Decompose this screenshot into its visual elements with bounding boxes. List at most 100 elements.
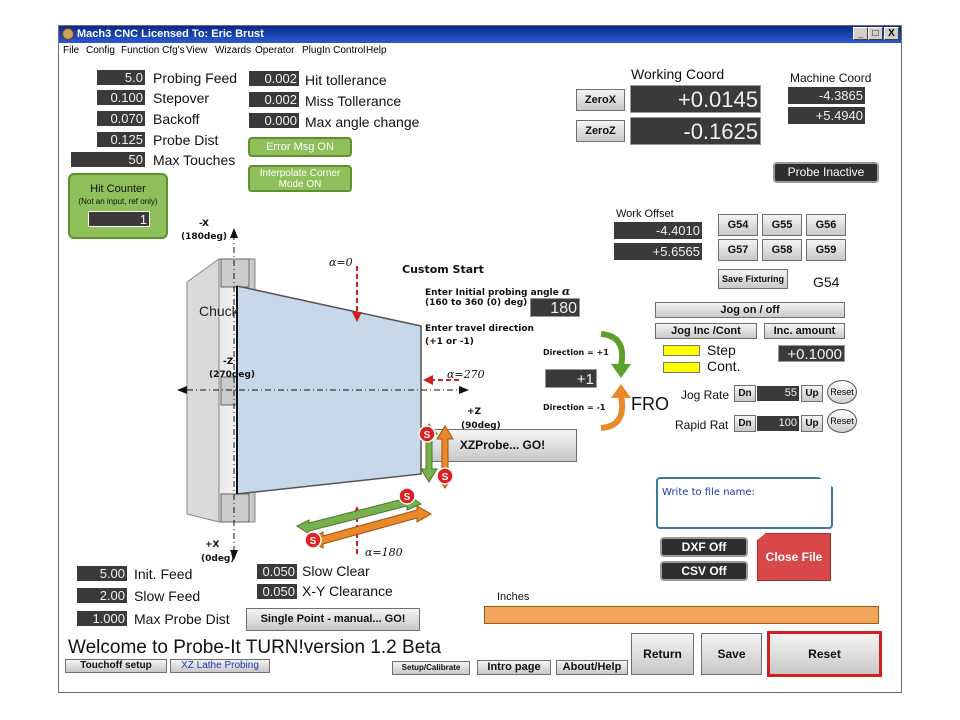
slow-feed-label: Slow Feed bbox=[134, 588, 201, 604]
reset-button[interactable]: Reset bbox=[767, 631, 882, 677]
max-angle-change-field[interactable]: 0.000 bbox=[249, 113, 299, 128]
tab-intro-page[interactable]: Intro page bbox=[477, 660, 551, 675]
close-file-button[interactable]: Close File bbox=[757, 533, 831, 581]
minimize-button[interactable]: _ bbox=[853, 27, 868, 40]
menu-function-cfgs[interactable]: Function Cfg's bbox=[121, 45, 185, 56]
zero-z-button[interactable]: ZeroZ bbox=[576, 120, 625, 142]
rapid-rate-label: Rapid Rat bbox=[675, 418, 729, 432]
menu-wizards[interactable]: Wizards bbox=[215, 45, 252, 56]
backoff-field[interactable]: 0.070 bbox=[97, 111, 145, 126]
fro-label: FRO bbox=[631, 394, 669, 414]
jog-rate-dro[interactable]: 55 bbox=[757, 386, 799, 401]
status-bar-field bbox=[484, 606, 879, 624]
g54-button[interactable]: G54 bbox=[718, 214, 758, 236]
save-button[interactable]: Save bbox=[701, 633, 762, 675]
alpha-symbol: α bbox=[561, 285, 571, 298]
miss-tolerance-label: Miss Tollerance bbox=[305, 93, 402, 109]
g57-button[interactable]: G57 bbox=[718, 239, 758, 261]
stepover-field[interactable]: 0.100 bbox=[97, 90, 145, 105]
tab-xz-lathe-probing[interactable]: XZ Lathe Probing bbox=[170, 659, 270, 673]
miss-tolerance-field[interactable]: 0.002 bbox=[249, 92, 299, 107]
interpolate-corner-button[interactable]: Interpolate Corner Mode ON bbox=[248, 165, 352, 192]
neg-z-deg-label: (270deg) bbox=[209, 370, 255, 380]
close-window-button[interactable]: X bbox=[884, 27, 899, 40]
max-angle-change-label: Max angle change bbox=[305, 114, 420, 130]
menu-config[interactable]: Config bbox=[86, 45, 115, 56]
slow-clear-label: Slow Clear bbox=[302, 563, 370, 579]
machine-x-dro: -4.3865 bbox=[788, 87, 865, 104]
neg-z-label: -Z bbox=[223, 357, 234, 367]
menu-view[interactable]: View bbox=[186, 45, 208, 56]
probing-feed-field[interactable]: 5.0 bbox=[97, 70, 145, 85]
angle-range-hint: (160 to 360 (0) deg) bbox=[425, 298, 528, 308]
window-title: Mach3 CNC Licensed To: Eric Brust bbox=[77, 28, 264, 40]
working-z-dro[interactable]: -0.1625 bbox=[630, 117, 761, 145]
slow-clear-field[interactable]: 0.050 bbox=[257, 564, 297, 579]
return-button[interactable]: Return bbox=[631, 633, 694, 675]
working-coord-label: Working Coord bbox=[631, 66, 725, 82]
direction-plus-label: Direction = +1 bbox=[543, 348, 609, 357]
jog-onoff-button[interactable]: Jog on / off bbox=[655, 302, 845, 318]
start-marker-3 bbox=[398, 487, 416, 505]
rapid-rate-dro[interactable]: 100 bbox=[757, 416, 799, 431]
g55-button[interactable]: G55 bbox=[762, 214, 802, 236]
working-x-dro[interactable]: +0.0145 bbox=[630, 85, 761, 113]
stepover-label: Stepover bbox=[153, 90, 210, 106]
single-point-go-button[interactable]: Single Point - manual... GO! bbox=[246, 608, 420, 631]
menu-file[interactable]: File bbox=[63, 45, 80, 56]
write-file-label: Write to file name: bbox=[662, 487, 755, 498]
initial-angle-field[interactable]: 180 bbox=[530, 298, 580, 317]
max-probe-dist-field[interactable]: 1.000 bbox=[77, 611, 127, 626]
menu-operator[interactable]: Operator bbox=[255, 45, 295, 56]
machine-z-dro: +5.4940 bbox=[788, 107, 865, 124]
jog-rate-label: Jog Rate bbox=[681, 388, 730, 402]
step-label: Step bbox=[707, 342, 736, 358]
menu-help[interactable]: Help bbox=[366, 45, 387, 56]
inc-amount-dro[interactable]: +0.1000 bbox=[778, 345, 845, 363]
write-file-panel[interactable]: Write to file name: bbox=[656, 477, 833, 529]
travel-direction-field[interactable]: +1 bbox=[545, 369, 597, 388]
menu-plugin-control[interactable]: PlugIn Control bbox=[302, 45, 366, 56]
tab-touchoff-setup[interactable]: Touchoff setup bbox=[65, 659, 167, 673]
rapid-rate-up-button[interactable]: Up bbox=[801, 415, 823, 432]
g59-button[interactable]: G59 bbox=[806, 239, 846, 261]
jog-rate-dn-button[interactable]: Dn bbox=[734, 385, 756, 402]
hit-counter-title: Hit Counter bbox=[90, 183, 146, 195]
app-icon bbox=[62, 28, 74, 40]
pos-z-deg-label: (90deg) bbox=[461, 421, 501, 431]
probe-dist-field[interactable]: 0.125 bbox=[97, 132, 145, 147]
start-marker-4 bbox=[304, 531, 322, 549]
g58-button[interactable]: G58 bbox=[762, 239, 802, 261]
rapid-rate-reset-button[interactable]: Reset bbox=[827, 409, 857, 433]
max-touches-label: Max Touches bbox=[153, 152, 236, 168]
start-marker-2 bbox=[436, 467, 454, 485]
init-feed-field[interactable]: 5.00 bbox=[77, 566, 127, 581]
custom-start-title: Custom Start bbox=[402, 263, 484, 276]
work-offset-z-dro: +5.6565 bbox=[614, 243, 702, 260]
tab-about-help[interactable]: About/Help bbox=[556, 660, 628, 675]
jog-rate-reset-button[interactable]: Reset bbox=[827, 380, 857, 404]
rapid-rate-dn-button[interactable]: Dn bbox=[734, 415, 756, 432]
xzprobe-go-button[interactable]: XZProbe... GO! bbox=[428, 429, 577, 462]
slow-feed-field[interactable]: 2.00 bbox=[77, 588, 127, 603]
g56-button[interactable]: G56 bbox=[806, 214, 846, 236]
tab-setup-calibrate[interactable]: Setup/Calibrate bbox=[392, 661, 470, 675]
max-touches-field[interactable]: 50 bbox=[71, 152, 145, 167]
xy-clearance-field[interactable]: 0.050 bbox=[257, 584, 297, 599]
zero-x-button[interactable]: ZeroX bbox=[576, 89, 625, 111]
jog-inc-cont-button[interactable]: Jog Inc /Cont bbox=[655, 323, 757, 339]
maximize-button[interactable]: □ bbox=[868, 27, 883, 40]
alpha-270-label: α=270 bbox=[447, 368, 485, 381]
chuck-label: Chuck bbox=[199, 303, 240, 319]
hit-tolerance-field[interactable]: 0.002 bbox=[249, 71, 299, 86]
save-fixturing-button[interactable]: Save Fixturing bbox=[718, 269, 788, 289]
xy-clearance-label: X-Y Clearance bbox=[302, 583, 393, 599]
jog-rate-up-button[interactable]: Up bbox=[801, 385, 823, 402]
menu-bar: File Config Function Cfg's View Wizards … bbox=[59, 43, 901, 59]
csv-off-button[interactable]: CSV Off bbox=[660, 561, 748, 581]
error-msg-button[interactable]: Error Msg ON bbox=[248, 137, 352, 157]
inc-amount-button[interactable]: Inc. amount bbox=[764, 323, 845, 339]
dxf-off-button[interactable]: DXF Off bbox=[660, 537, 748, 557]
alpha-0-label: α=0 bbox=[329, 256, 353, 269]
current-fixture-label: G54 bbox=[813, 274, 840, 290]
